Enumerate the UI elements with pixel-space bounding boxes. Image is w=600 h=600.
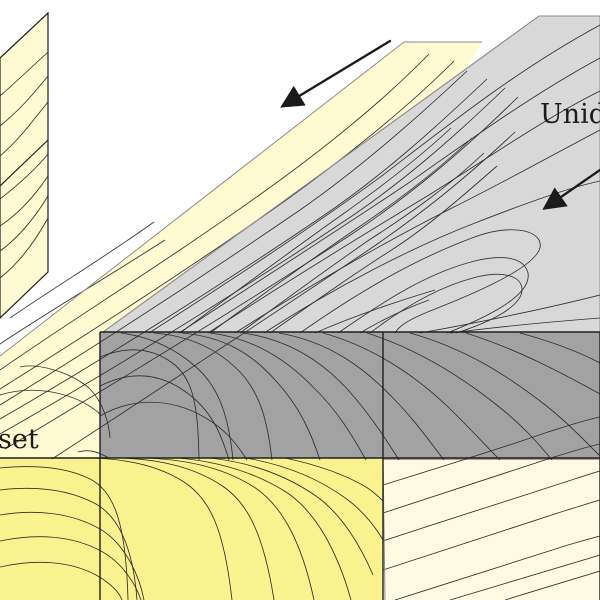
right-slab-laminae [382, 416, 600, 600]
right-side-slab [383, 458, 600, 600]
flow-arrow-right [542, 168, 600, 210]
label-left-mid: set [0, 424, 39, 455]
front-yellow-face [0, 458, 383, 600]
gray-front-laminae [99, 332, 600, 461]
label-top-right: Unid [540, 99, 600, 130]
gray-surface-laminae [148, 24, 600, 334]
diagram-edges [0, 15, 600, 600]
gray-front-face [100, 332, 600, 460]
left-panel-divider [0, 139, 49, 187]
yellow-front-laminae [0, 457, 384, 600]
current-arrows [280, 39, 600, 210]
flow-arrow-upper [280, 39, 392, 108]
yellow-surface-laminae [0, 53, 519, 460]
left-panel-laminae [0, 51, 49, 279]
